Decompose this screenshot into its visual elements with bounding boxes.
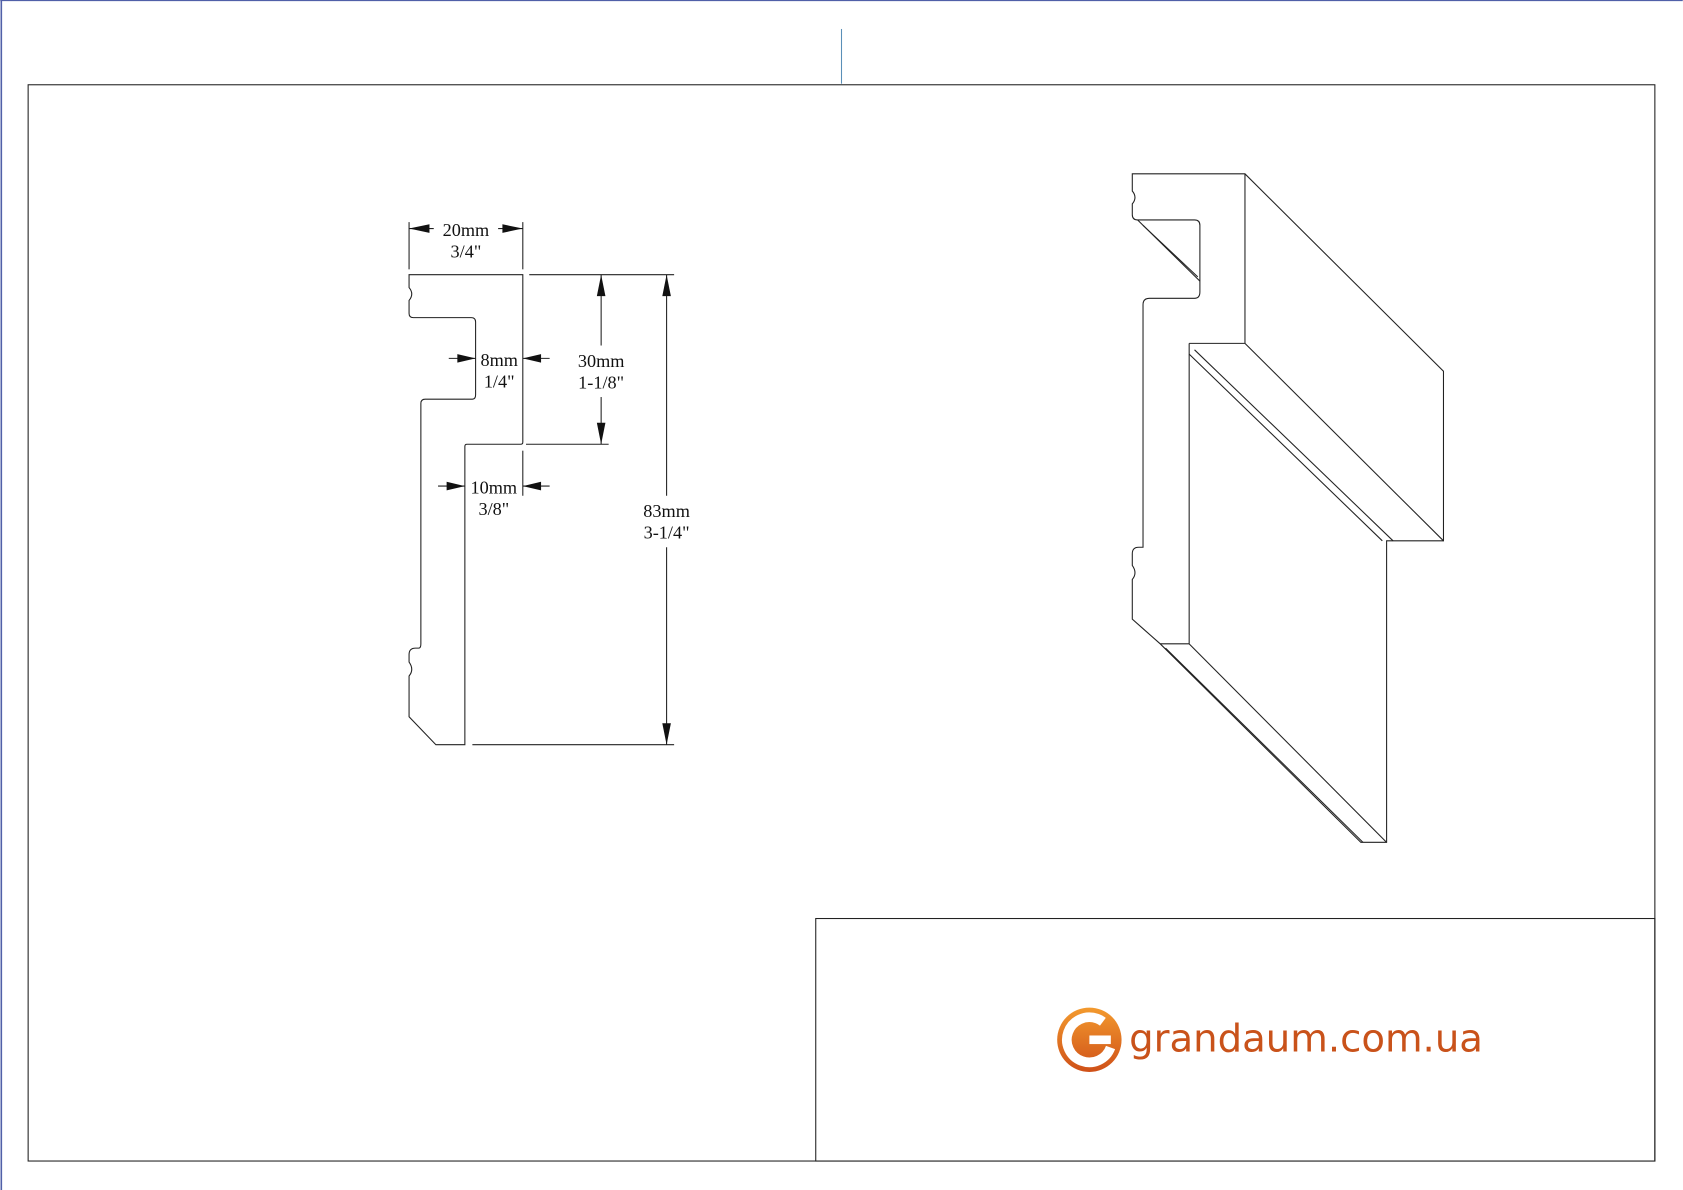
dim-width-in: 3/4" xyxy=(451,242,482,262)
dimension-height: 83mm 3-1/4" xyxy=(472,274,690,746)
dimension-groove-depth: 8mm 1/4" xyxy=(448,350,550,391)
dimension-width: 20mm 3/4" xyxy=(408,220,524,270)
drawing-frame xyxy=(27,84,1656,1162)
title-block xyxy=(815,917,1656,1162)
dim-groove-height-mm: 30mm xyxy=(578,351,625,371)
profile-section xyxy=(408,274,524,746)
dim-height-in: 3-1/4" xyxy=(644,523,690,543)
dim-thickness-mm: 10mm xyxy=(471,478,518,498)
isometric-view xyxy=(1131,173,1445,843)
website-url: grandaum.com.ua xyxy=(1129,1017,1483,1062)
dimension-thickness: 10mm 3/8" xyxy=(438,450,550,519)
dim-thickness-in: 3/8" xyxy=(478,499,509,519)
dim-groove-height-in: 1-1/8" xyxy=(578,372,624,392)
dim-groove-depth-in: 1/4" xyxy=(484,371,515,391)
dimension-groove-height: 30mm 1-1/8" xyxy=(526,274,675,445)
brand-logo: grandaum.com.ua xyxy=(1057,1007,1483,1072)
dim-groove-depth-mm: 8mm xyxy=(480,350,517,370)
dim-width-mm: 20mm xyxy=(443,220,490,240)
dim-height-mm: 83mm xyxy=(643,501,690,521)
